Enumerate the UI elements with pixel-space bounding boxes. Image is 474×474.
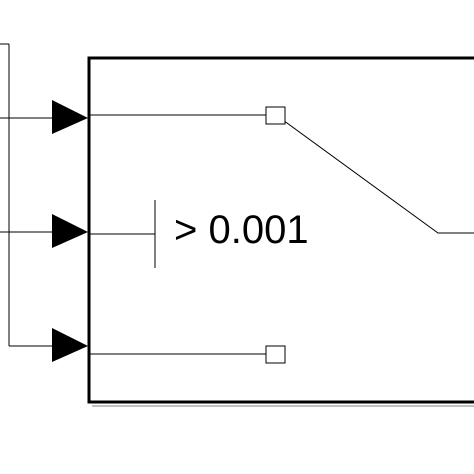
input-port-3-arrow <box>52 328 88 362</box>
input-port-1-arrow <box>52 100 88 134</box>
internal-wiring <box>89 114 474 355</box>
input-bus <box>0 43 10 346</box>
input-signal-lines <box>0 117 56 347</box>
switch-contact-bottom <box>265 345 286 364</box>
threshold-label: > 0.001 <box>174 208 309 252</box>
input-arrowheads <box>52 100 88 362</box>
switch-block-frame[interactable] <box>87 56 474 404</box>
switch-contact-top <box>265 106 286 125</box>
switch-lever <box>275 114 474 234</box>
input-port-2-arrow <box>52 214 88 248</box>
switch-contacts <box>265 106 286 364</box>
